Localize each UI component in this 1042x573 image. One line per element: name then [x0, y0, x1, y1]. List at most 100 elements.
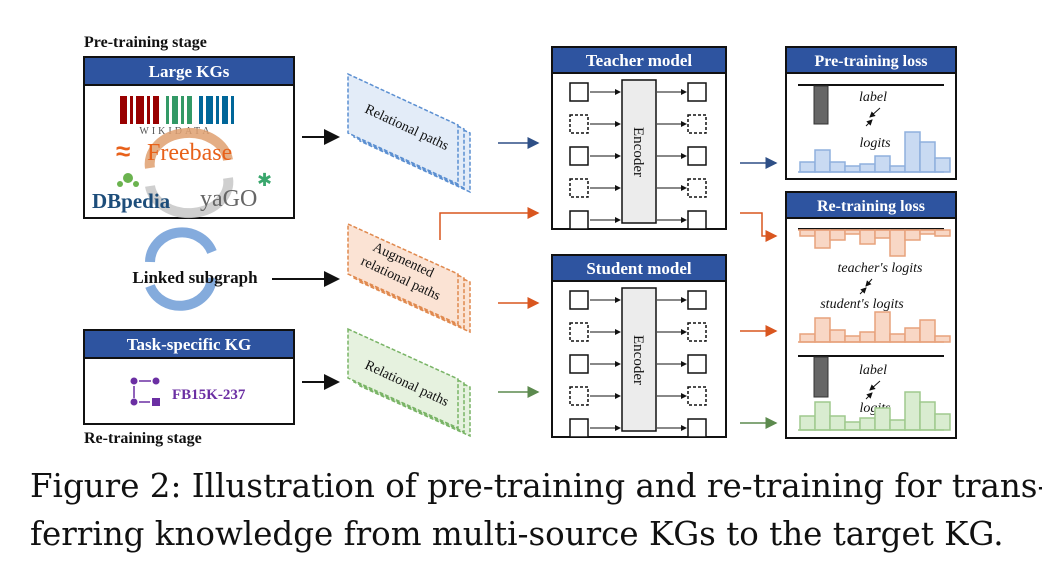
histogram-bar	[904, 391, 921, 431]
pretrain-logits-text: logits	[859, 136, 891, 151]
histogram-bar	[814, 229, 831, 249]
histogram-bar	[874, 155, 891, 173]
student-model-title: Student model	[586, 259, 692, 278]
histogram-bar	[919, 141, 936, 173]
freebase-logo: ≈ Freebase	[116, 136, 232, 166]
retrain-loss-title: Re-training loss	[817, 198, 925, 215]
output-token	[687, 418, 707, 438]
freebase-wordmark: Freebase	[147, 140, 232, 166]
histogram-bar	[859, 331, 876, 343]
retrain-label-text: label	[859, 363, 887, 378]
histogram-bar	[934, 335, 951, 343]
histogram-bar	[799, 415, 816, 431]
retrain-loss-box: Re-training loss teacher's logits studen…	[785, 191, 957, 439]
input-token	[569, 178, 589, 198]
histogram-bar	[859, 229, 876, 245]
histogram-bar	[829, 229, 846, 241]
histogram-bar	[799, 161, 816, 173]
histogram-bar	[844, 165, 861, 173]
diagram: Pre-training stage Re-training stage Lar…	[83, 34, 957, 447]
teacher-logits-text: teacher's logits	[837, 261, 923, 276]
output-token	[687, 322, 707, 342]
teacher-model-title: Teacher model	[586, 51, 693, 70]
histogram-bar	[904, 327, 921, 343]
histogram-bar	[859, 163, 876, 173]
caption-line-1: Figure 2: Illustration of pre-training a…	[30, 467, 1042, 505]
input-token	[569, 290, 589, 310]
histogram-bar	[904, 229, 921, 241]
student-model-box: Student model Encoder	[551, 254, 727, 438]
histogram-bar	[934, 157, 951, 173]
yago-wordmark: yaGO	[200, 186, 257, 212]
histogram-bar	[874, 311, 891, 343]
student-encoder-label: Encoder	[630, 335, 646, 385]
histogram-bar	[799, 333, 816, 343]
histogram-bar	[919, 319, 936, 343]
input-token	[569, 354, 589, 374]
histogram-bar	[889, 419, 906, 431]
output-token	[687, 210, 707, 230]
input-token	[569, 322, 589, 342]
histogram-bar	[919, 401, 936, 431]
histogram-bar	[859, 417, 876, 431]
pretrain-loss-box: Pre-training loss label logits	[785, 46, 957, 180]
dbpedia-logo: DBpedia	[92, 173, 171, 213]
arrow-augmented-to-teacher	[439, 207, 540, 240]
svg-text:≈: ≈	[116, 136, 130, 166]
histogram-bar	[829, 161, 846, 173]
pretrain-loss-title: Pre-training loss	[814, 53, 927, 70]
histogram-bar	[799, 229, 816, 237]
arrow-teacher-to-retrain-loss	[740, 212, 778, 242]
histogram-bar	[814, 401, 831, 431]
yago-logo: yaGO ✱	[200, 170, 272, 212]
histogram-bar	[934, 413, 951, 431]
pretraining-stage-label: Pre-training stage	[84, 34, 207, 51]
output-token	[687, 290, 707, 310]
linked-subgraph-label: Linked subgraph	[132, 268, 258, 287]
histogram-bar	[814, 149, 831, 173]
output-token	[687, 386, 707, 406]
caption-line-2: ferring knowledge from multi-source KGs …	[30, 515, 1004, 553]
input-token	[569, 210, 589, 230]
input-token	[569, 114, 589, 134]
task-kg-title: Task-specific KG	[127, 335, 252, 354]
large-kgs-title: Large KGs	[149, 62, 230, 81]
task-kg-box: Task-specific KG FB15K-237	[83, 329, 295, 425]
histogram-bar	[829, 415, 846, 431]
student-logits-text: student's logits	[820, 297, 904, 312]
histogram-bar	[904, 131, 921, 173]
teacher-model-box: Teacher model Encoder	[551, 46, 727, 230]
histogram-bar	[889, 165, 906, 173]
output-token	[687, 146, 707, 166]
histogram-bar	[814, 317, 831, 343]
augmented-paths-orange: Augmented relational paths	[347, 222, 471, 334]
histogram-bar	[844, 421, 861, 431]
histogram-bar	[889, 229, 906, 257]
histogram-bar	[889, 333, 906, 343]
output-token	[687, 82, 707, 102]
relational-paths-blue: Relational paths	[347, 72, 471, 194]
histogram-bar	[874, 229, 891, 239]
figure-caption: Figure 2: Illustration of pre-training a…	[30, 462, 1042, 558]
output-token	[687, 114, 707, 134]
input-token	[569, 82, 589, 102]
refresh-icon	[144, 127, 234, 219]
histogram-bar	[934, 229, 951, 237]
output-token	[687, 178, 707, 198]
linked-subgraph-icon	[145, 227, 217, 311]
fb15k-icon	[130, 377, 160, 406]
teacher-encoder-label: Encoder	[630, 127, 646, 177]
output-token	[687, 354, 707, 374]
relational-paths-green: Relational paths	[347, 327, 471, 438]
dbpedia-wordmark: DBpedia	[92, 189, 171, 213]
yago-star-icon: ✱	[257, 170, 272, 190]
histogram-bar	[874, 407, 891, 431]
pretrain-label-text: label	[859, 90, 887, 105]
retraining-stage-label: Re-training stage	[84, 430, 202, 447]
fb15k-label: FB15K-237	[172, 387, 246, 403]
input-token	[569, 386, 589, 406]
input-token	[569, 146, 589, 166]
histogram-bar	[829, 329, 846, 343]
input-token	[569, 418, 589, 438]
large-kgs-box: Large KGs WIKIDATA ≈ Freebase	[83, 56, 295, 219]
